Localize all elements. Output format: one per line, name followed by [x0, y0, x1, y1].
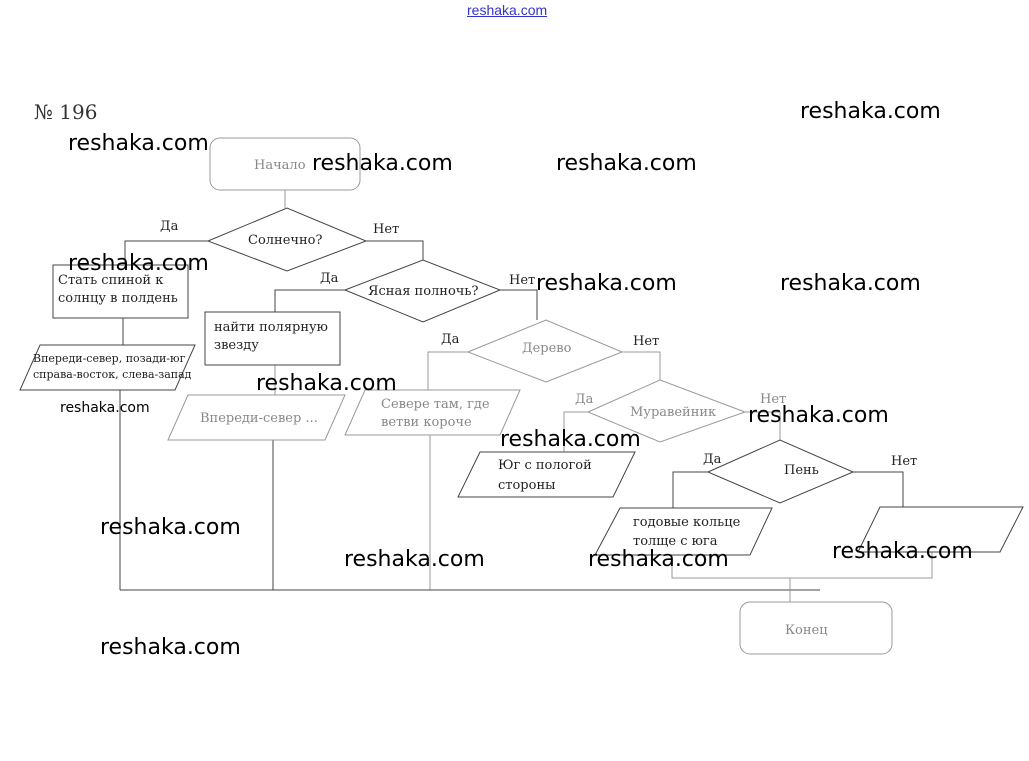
- decision-anthill: [586, 379, 747, 443]
- output-text: Впереди-север ...: [200, 411, 318, 426]
- end-label: Конец: [785, 623, 828, 638]
- decision-tree-label: Дерево: [522, 341, 572, 356]
- watermark: reshaka.com: [588, 547, 729, 572]
- process-find-star: [204, 311, 341, 366]
- watermark: reshaka.com: [256, 371, 397, 396]
- output-text: годовые кольце: [633, 515, 741, 530]
- process-text: звезду: [214, 338, 259, 353]
- no-label: Нет: [633, 334, 659, 349]
- watermark: reshaka.com: [68, 131, 209, 156]
- watermark: reshaka.com: [500, 427, 641, 452]
- process-back-to-sun: [52, 264, 189, 319]
- watermark: reshaka.com: [344, 547, 485, 572]
- watermark: reshaka.com: [100, 635, 241, 660]
- yes-label: Да: [441, 332, 460, 347]
- yes-label: Да: [160, 219, 179, 234]
- no-label: Нет: [891, 454, 917, 469]
- output-text: толще с юга: [633, 534, 718, 549]
- decision-clear-midnight-label: Ясная полночь?: [368, 284, 478, 299]
- output-text: Севере там, где: [381, 397, 490, 412]
- process-text: найти полярную: [214, 320, 328, 335]
- decision-sunny-label: Солнечно?: [248, 233, 322, 248]
- watermark: reshaka.com: [780, 271, 921, 296]
- output-anthill: [457, 451, 636, 498]
- output-branches: [344, 389, 521, 436]
- decision-clear-midnight: [343, 259, 502, 323]
- site-link[interactable]: reshaka.com: [467, 2, 548, 18]
- output-directions: [19, 344, 196, 391]
- decision-anthill-label: Муравейник: [630, 405, 716, 420]
- watermark: reshaka.com: [100, 515, 241, 540]
- decision-sunny: [206, 207, 368, 272]
- no-label: Нет: [760, 392, 786, 407]
- watermark: reshaka.com: [556, 151, 697, 176]
- yes-label: Да: [703, 452, 722, 467]
- start-label: Начало: [254, 158, 306, 173]
- decision-stump-label: Пень: [784, 463, 819, 478]
- watermark: reshaka.com: [60, 400, 150, 416]
- output-text: Юг с пологой: [498, 458, 592, 473]
- process-text: Стать спиной к: [58, 273, 163, 288]
- watermark: reshaka.com: [536, 271, 677, 296]
- output-text: стороны: [498, 478, 555, 493]
- watermark: reshaka.com: [748, 403, 889, 428]
- watermark: reshaka.com: [800, 99, 941, 124]
- output-north-ahead: [167, 394, 346, 441]
- decision-stump: [706, 439, 855, 504]
- output-rings: [594, 507, 773, 556]
- watermark: reshaka.com: [312, 151, 453, 176]
- end-terminal: [739, 601, 893, 655]
- yes-label: Да: [575, 392, 594, 407]
- process-text: солнцу в полдень: [58, 291, 178, 306]
- output-text: Впереди-север, позади-юг: [33, 352, 186, 365]
- watermark: reshaka.com: [68, 251, 209, 276]
- output-empty: [857, 506, 1024, 553]
- no-label: Нет: [509, 273, 535, 288]
- output-text: справа-восток, слева-запад: [33, 368, 192, 381]
- connectors: [119, 190, 933, 602]
- decision-tree: [466, 319, 624, 383]
- output-text: ветви короче: [381, 415, 472, 430]
- yes-label: Да: [320, 271, 339, 286]
- watermark: reshaka.com: [832, 539, 973, 564]
- no-label: Нет: [373, 222, 399, 237]
- start-terminal: [209, 137, 361, 191]
- problem-number: № 196: [34, 100, 98, 124]
